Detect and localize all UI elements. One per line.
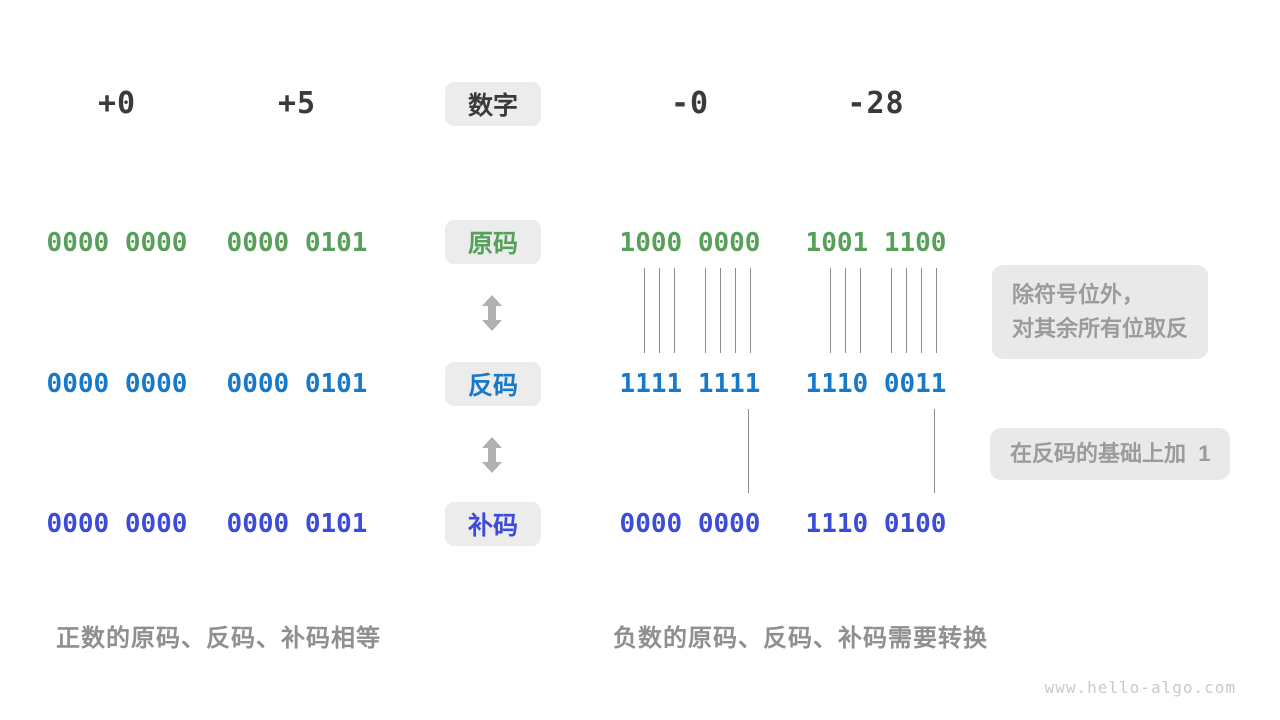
bit-tick-line — [735, 268, 736, 353]
bit-tick-line — [705, 268, 706, 353]
ones-complement-value-minus-0: 1111 1111 — [619, 369, 761, 399]
bit-tick-line — [845, 268, 846, 353]
bit-tick-line — [891, 268, 892, 353]
twos-complement-value-plus-5: 0000 0101 — [226, 509, 368, 539]
ones-complement-value-plus-5: 0000 0101 — [226, 369, 368, 399]
bit-tick-line — [936, 268, 937, 353]
caption-negative-numbers: 负数的原码、反码、补码需要转换 — [613, 625, 988, 652]
bit-tick-line — [906, 268, 907, 353]
number-label-plus-5: +5 — [277, 86, 317, 121]
annotation-invert-line1: 除符号位外， — [1012, 282, 1145, 307]
sign-magnitude-value-minus-28: 1001 1100 — [805, 228, 947, 258]
site-watermark: www.hello-algo.com — [1044, 678, 1236, 697]
bit-tick-line — [720, 268, 721, 353]
ones-complement-value-plus-0: 0000 0000 — [46, 369, 188, 399]
badge-sign-magnitude: 原码 — [445, 220, 541, 264]
add-one-connector-line — [748, 409, 749, 493]
bit-tick-line — [674, 268, 675, 353]
bit-tick-line — [830, 268, 831, 353]
sign-magnitude-value-plus-0: 0000 0000 — [46, 228, 188, 258]
annotation-invert-bits: 除符号位外， 对其余所有位取反 — [992, 265, 1209, 360]
badge-twos-complement: 补码 — [445, 502, 541, 546]
bit-tick-line — [921, 268, 922, 353]
updown-arrow-icon — [482, 437, 502, 473]
bit-tick-line — [659, 268, 660, 353]
bit-tick-line — [860, 268, 861, 353]
twos-complement-value-minus-0: 0000 0000 — [619, 509, 761, 539]
ones-complement-value-minus-28: 1110 0011 — [805, 369, 947, 399]
twos-complement-value-plus-0: 0000 0000 — [46, 509, 188, 539]
number-label-minus-0: -0 — [670, 86, 710, 121]
sign-magnitude-value-plus-5: 0000 0101 — [226, 228, 368, 258]
add-one-connector-line — [934, 409, 935, 493]
caption-positive-numbers: 正数的原码、反码、补码相等 — [56, 625, 381, 652]
bit-tick-line — [644, 268, 645, 353]
updown-arrow-icon — [482, 295, 502, 331]
bit-tick-line — [750, 268, 751, 353]
twos-complement-value-minus-28: 1110 0100 — [805, 509, 947, 539]
number-label-minus-28: -28 — [847, 86, 905, 121]
annotation-invert-line2: 对其余所有位取反 — [1012, 316, 1189, 342]
annotation-add-one: 在反码的基础上加 1 — [990, 428, 1231, 481]
badge-ones-complement: 反码 — [445, 362, 541, 406]
sign-magnitude-value-minus-0: 1000 0000 — [619, 228, 761, 258]
number-label-plus-0: +0 — [97, 86, 137, 121]
badge-number: 数字 — [445, 82, 541, 126]
